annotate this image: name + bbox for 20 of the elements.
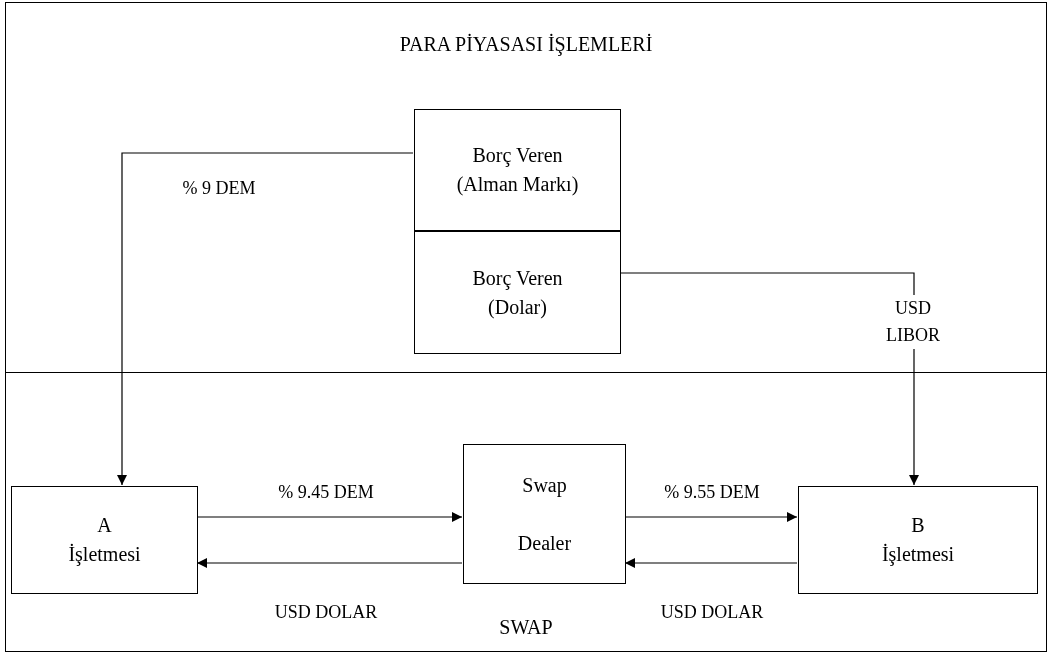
process-box bbox=[414, 231, 621, 354]
arrow bbox=[624, 512, 798, 522]
process-box bbox=[798, 486, 1038, 594]
arrow bbox=[619, 272, 919, 486]
arrow bbox=[196, 558, 463, 568]
section-title: SWAP bbox=[498, 616, 554, 639]
process-box bbox=[463, 444, 626, 584]
section-panel bbox=[5, 2, 1047, 373]
box-label: Borç Veren (Dolar) bbox=[471, 265, 564, 321]
process-box bbox=[414, 109, 621, 231]
box-label: Borç Veren (Alman Markı) bbox=[455, 143, 580, 198]
box-label: B İşletmesi bbox=[881, 513, 955, 568]
arrow bbox=[624, 558, 798, 568]
box-label: Swap Dealer bbox=[517, 473, 572, 556]
arrow bbox=[117, 152, 414, 486]
process-box bbox=[11, 486, 198, 594]
section-title: PARA PİYASASI İŞLEMLERİ bbox=[398, 33, 654, 56]
section-panel bbox=[5, 372, 1047, 652]
arrow bbox=[196, 512, 463, 522]
box-label: A İşletmesi bbox=[68, 513, 141, 568]
